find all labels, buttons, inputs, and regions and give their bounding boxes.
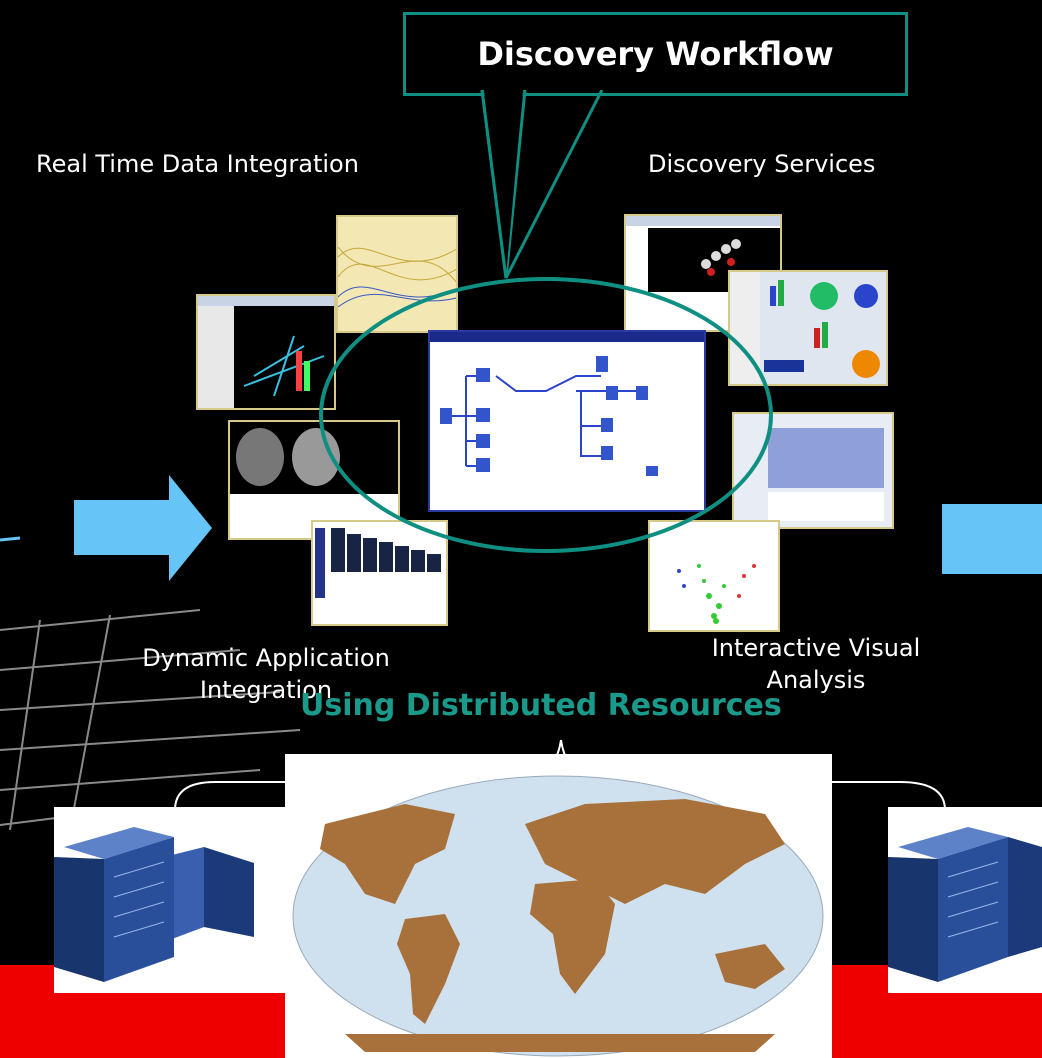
right-arrow-icon — [942, 504, 1042, 574]
thumb-spreadsheet — [732, 412, 894, 529]
thumb-volcano-plot — [648, 520, 780, 632]
workflow-ellipse — [319, 277, 773, 553]
thumb-bar-report — [311, 520, 448, 626]
thumb-3d-visualization — [196, 294, 336, 410]
callout-pointer — [480, 90, 604, 279]
resource-connector — [174, 739, 946, 811]
server-rack-icon — [54, 807, 286, 993]
label-dynamic-application-integration: Dynamic Application Integration — [142, 644, 390, 704]
label-interactive-visual-analysis: Interactive Visual Analysis — [711, 634, 921, 694]
page-title: Discovery Workflow — [403, 12, 908, 96]
server-rack-icon — [888, 807, 1042, 993]
label-real-time-data-integration: Real Time Data Integration — [36, 150, 359, 178]
right-arrow-icon — [74, 475, 212, 581]
label-using-distributed-resources: Using Distributed Resources — [300, 688, 782, 723]
left-edge-arrow-tip — [0, 536, 21, 542]
label-discovery-services: Discovery Services — [648, 150, 876, 178]
workflow-editor-window — [428, 330, 706, 512]
world-map-icon — [285, 754, 832, 1058]
